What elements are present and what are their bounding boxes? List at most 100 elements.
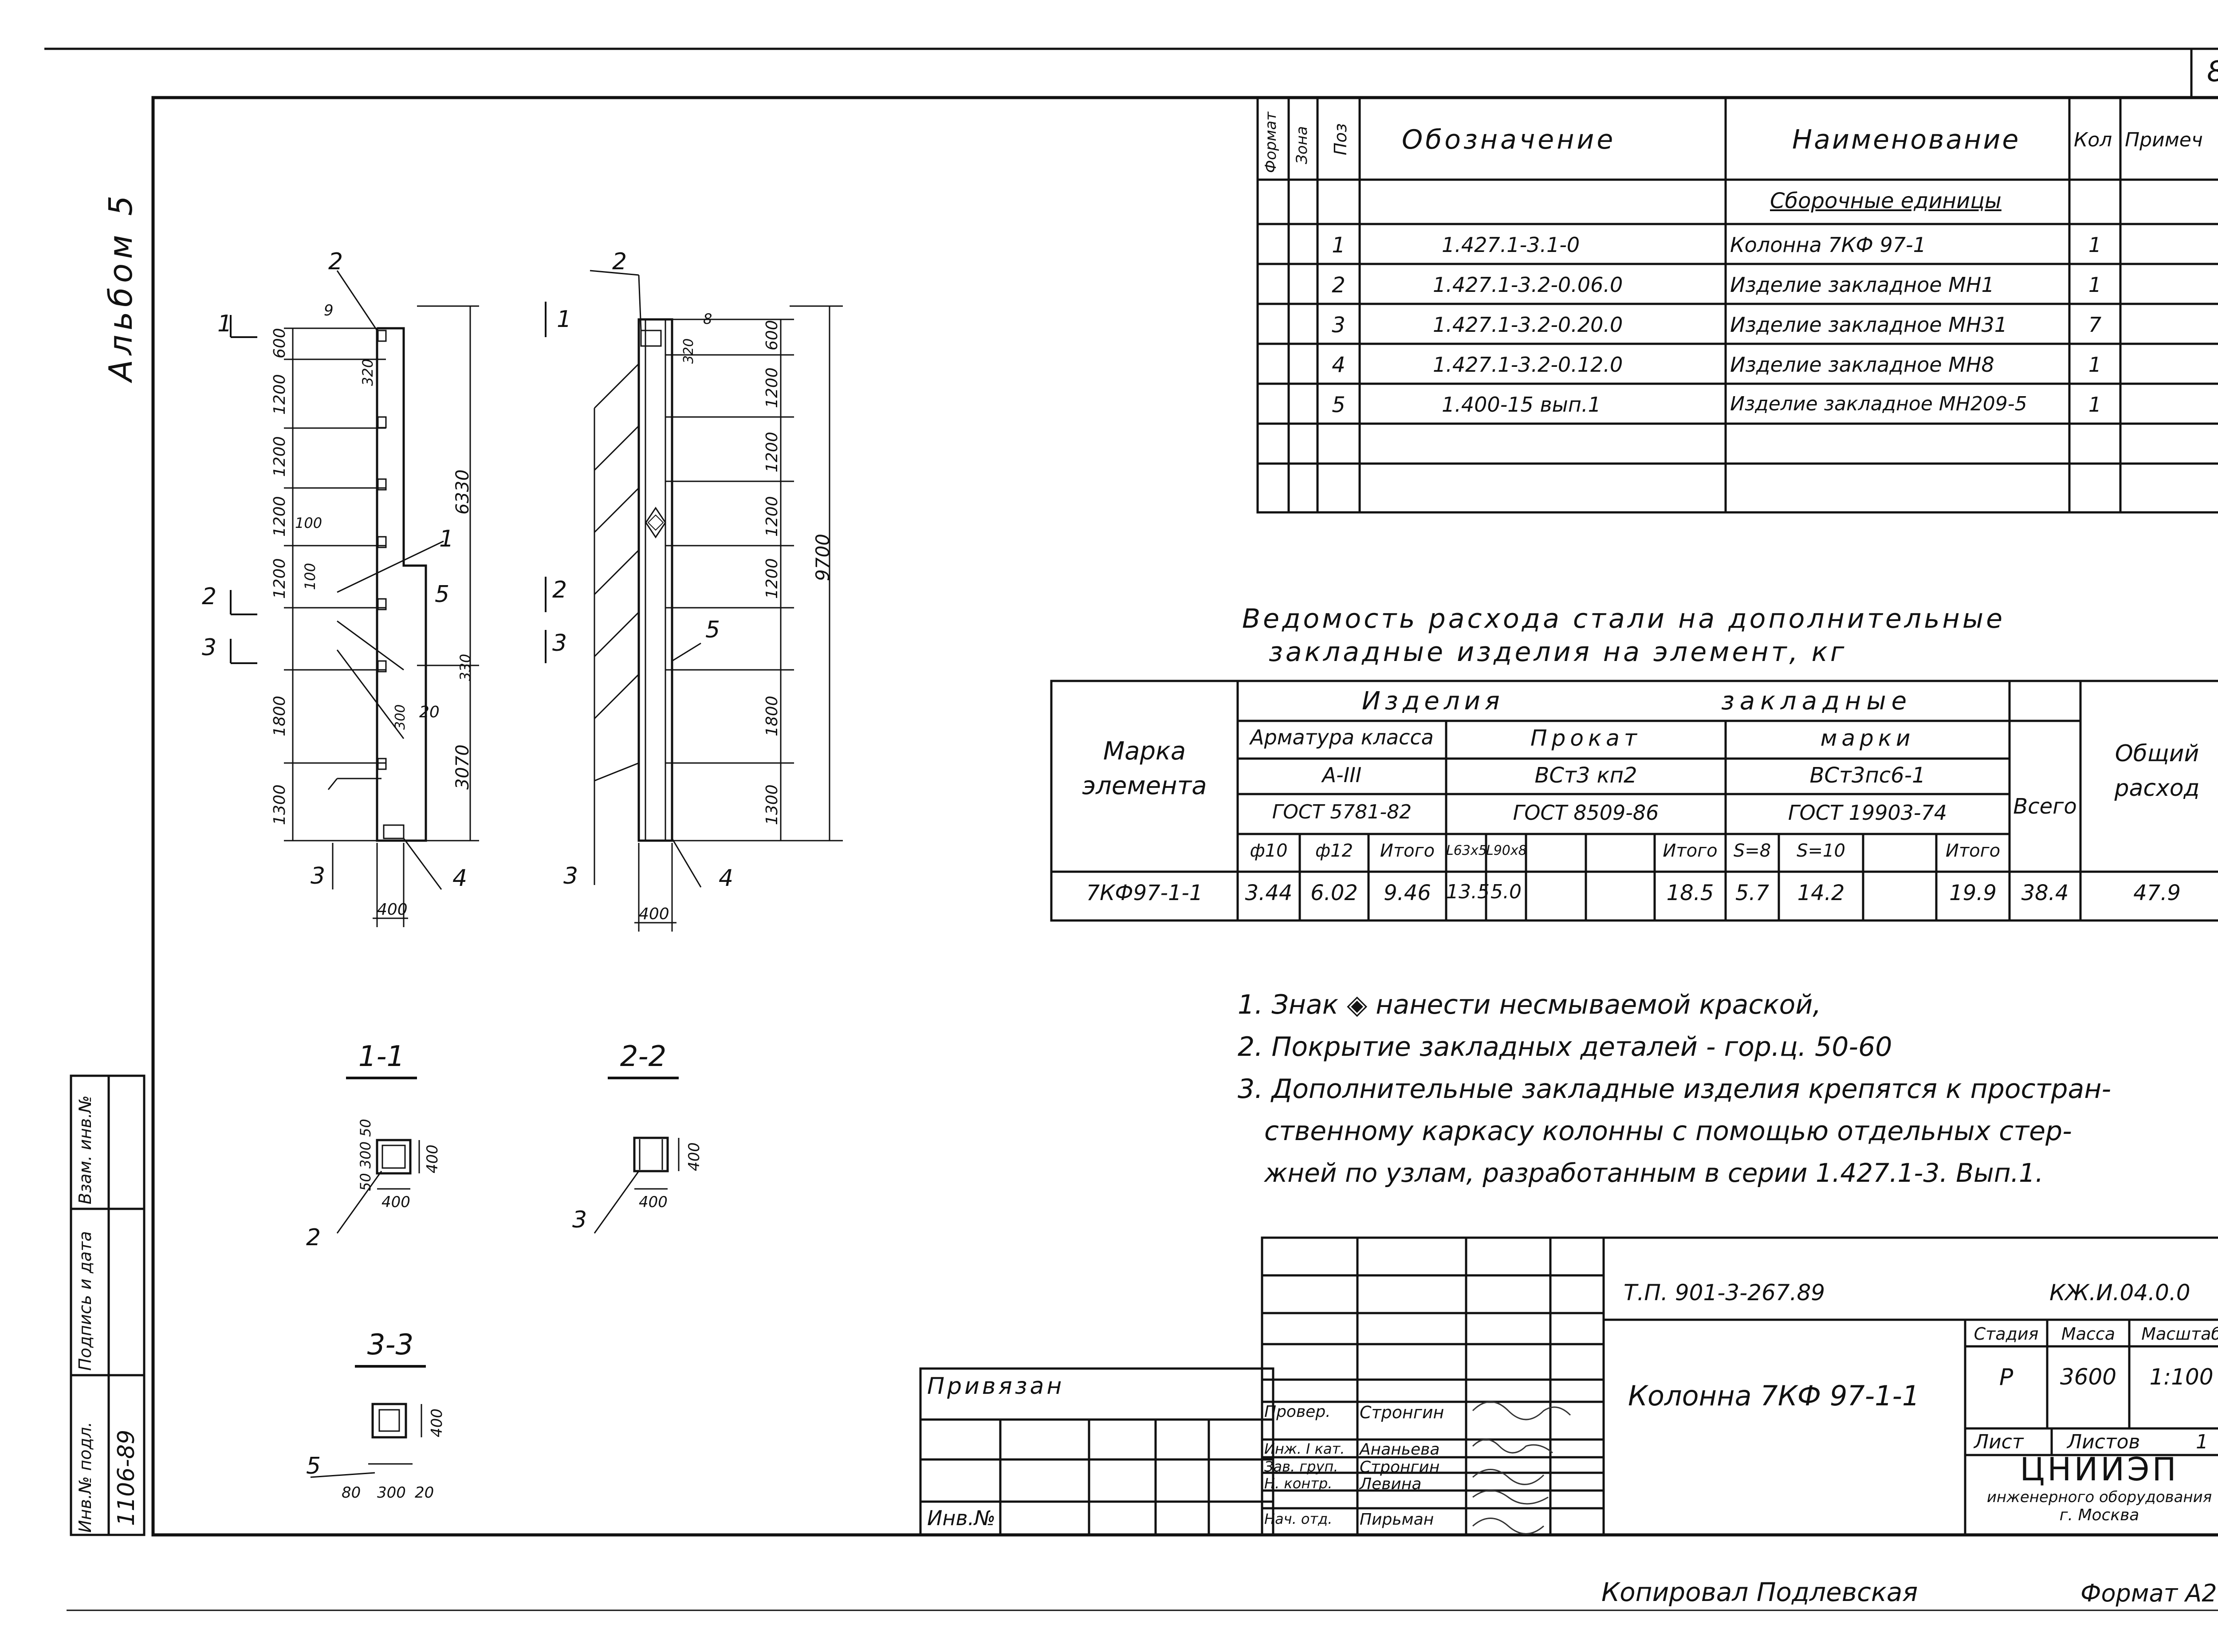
stage-value: Р [1999,1364,2014,1391]
dim-segment: 1200 [271,558,289,599]
spec-row-qty: 7 [2088,313,2102,337]
spec-row-qty: 1 [2088,393,2102,417]
steel-grade2: ВСт3пс6-1 [1809,763,1926,788]
steel-row-value: 18.5 [1666,881,1714,905]
steel-sub-header: ф10 [1250,841,1288,861]
dim-detail: 300 [377,1484,406,1502]
dim-segment: 1300 [271,784,289,825]
steel-marks: марки [1820,725,1915,751]
steel-sub-header: Итого [1663,841,1718,861]
dim-detail: 100 [295,515,322,531]
dim-detail: 50 300 50 [357,1119,374,1191]
steel-row-mark: 7КФ97-1-1 [1086,881,1203,905]
dim-detail: 400 [424,1145,441,1173]
spec-row-name: Изделие закладное МН1 [1730,273,1994,297]
callout-number: 5 [306,1453,321,1479]
spec-row-name: Изделие закладное МН31 [1730,313,2007,337]
org-line2: инженерного оборудования [1986,1488,2212,1506]
section-1-1 [336,1077,420,1234]
spec-row-qty: 1 [2088,353,2102,377]
staff-role: Провер. [1264,1403,1331,1421]
steel-rolled: Прокат [1530,725,1641,751]
dim-width: 400 [377,901,408,919]
spec-row-name: Изделие закладное МН8 [1730,353,1994,377]
steel-sub-header: S=10 [1797,841,1845,861]
steel-row-value: 14.2 [1797,881,1845,905]
staff-role: Зав. груп. [1264,1458,1338,1475]
dim-detail: 100 [302,562,319,590]
dim-width: 400 [639,905,669,923]
note-line: 3. Дополнительные закладные изделия креп… [1238,1074,2112,1105]
spec-row-name: Колонна 7КФ 97-1 [1730,233,1926,257]
dim-overall: 9700 [812,534,834,581]
privyazan-label: Привязан [927,1373,1065,1400]
sheet-number: 8 [2207,55,2218,88]
spec-col-qty: Кол [2074,129,2112,151]
dim-detail: 400 [381,1193,410,1211]
steel-row-value: 5.7 [1735,881,1770,905]
section-3-3 [310,1365,426,1478]
callout-number: 3 [311,863,326,889]
staff-name: Стронгин [1360,1458,1440,1476]
dim-segment: 1800 [763,696,781,736]
section-mark-number: 2 [552,577,567,603]
dim-detail: 400 [428,1408,446,1437]
spec-row-pos: 2 [1332,273,1345,298]
note-line: 2. Покрытие закладных деталей - гор.ц. 5… [1238,1031,1892,1062]
dim-detail: 80 [342,1484,361,1502]
staff-name: Стронгин [1360,1403,1444,1422]
callout-number: 2 [612,248,627,275]
dim-detail: 9 [324,302,334,319]
title-block-grid [919,1236,2218,1536]
staff-role: Нач. отд. [1264,1510,1333,1527]
org-name: ЦНИИЭП [2020,1451,2179,1488]
dim-overall: 3070 [452,744,473,790]
section-mark-number: 1 [217,311,232,337]
section-mark-arrows [230,302,547,664]
spec-row-designation: 1.427.1-3.2-0.20.0 [1433,313,1623,337]
note-line: ственному каркасу колонны с помощью отде… [1264,1116,2072,1147]
steel-row-value: 5.0 [1490,881,1522,903]
section-title: 1-1 [358,1040,405,1073]
spec-col-note: Примеч [2125,129,2203,151]
spec-row-pos: 4 [1332,353,1345,378]
steel-table-grid [1050,680,2218,922]
sheets-count: 1 [2196,1431,2208,1453]
note-line: 1. Знак ◈ нанести несмываемой краской, [1238,989,1821,1020]
dim-segment: 1200 [763,558,781,599]
copied-by: Копировал Подлевская [1601,1577,1918,1607]
steel-col-mark: Марка элемента [1082,737,1207,801]
steel-sub-header: ф12 [1315,841,1353,861]
side-stamp-grid [70,1074,146,1536]
callout-number: 3 [563,863,578,889]
album-label: Альбом 5 [102,191,139,382]
spec-section-title: Сборочные единицы [1770,189,2002,213]
spec-row-designation: 1.427.1-3.1-0 [1442,233,1580,257]
staff-name: Левина [1360,1475,1422,1493]
section-2-2 [594,1077,680,1234]
spec-col-name: Наименование [1792,124,2021,155]
sheet-label: Лист [1974,1431,2024,1453]
spec-row-designation: 1.427.1-3.2-0.06.0 [1433,273,1623,297]
steel-sub-header: L63x5 [1446,843,1487,858]
dim-segment: 600 [271,328,289,358]
spec-col-pos: Поз [1331,123,1350,155]
steel-col-total: Всего [2013,794,2077,819]
dim-overall: 6330 [452,469,473,515]
spec-row-pos: 5 [1332,393,1345,417]
dim-segment: 1200 [763,367,781,408]
dim-detail: 8 [703,311,712,327]
stage-label: Стадия [1974,1324,2039,1344]
steel-sub-header: S=8 [1733,841,1771,861]
dim-detail: 300 [393,704,408,730]
steel-row-value: 3.44 [1245,881,1293,905]
spec-col-designation: Обозначение [1402,124,1616,155]
section-mark-number: 2 [202,583,217,610]
spec-row-name: Изделие закладное МН209-5 [1730,393,2027,415]
side-stamp-label: Подпись и дата [75,1231,95,1371]
section-title: 2-2 [620,1040,667,1073]
side-stamp-label: Взам. инв.№ [75,1095,95,1204]
spec-col-format: Формат [1262,112,1280,173]
spec-row-designation: 1.427.1-3.2-0.12.0 [1433,353,1623,377]
